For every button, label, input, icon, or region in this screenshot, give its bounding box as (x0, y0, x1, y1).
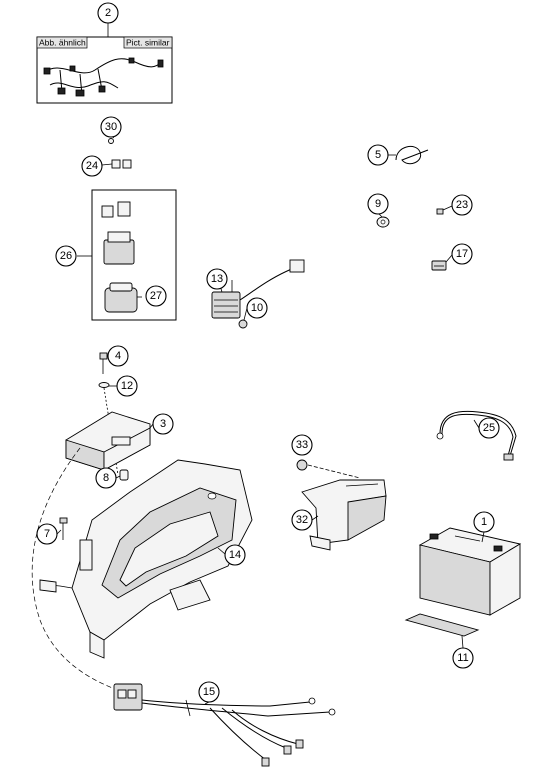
callout-25: 25 (478, 417, 500, 439)
part-screw-4 (99, 352, 108, 374)
callout-7: 7 (36, 523, 58, 545)
svg-text:17: 17 (456, 248, 468, 260)
part-nut-23 (436, 208, 444, 215)
svg-text:10: 10 (251, 302, 263, 314)
part-pad-11 (404, 613, 480, 637)
part-battery-cable-25 (436, 410, 517, 461)
svg-text:14: 14 (229, 549, 241, 561)
svg-text:4: 4 (115, 350, 121, 362)
part-bushing-8 (119, 469, 129, 481)
callout-9: 9 (367, 193, 389, 215)
part-clips-24 (111, 159, 132, 169)
svg-text:3: 3 (160, 418, 166, 430)
callout-8: 8 (95, 467, 117, 489)
part-battery-tray-14 (39, 459, 253, 659)
callout-4: 4 (107, 345, 129, 367)
svg-text:7: 7 (44, 528, 50, 540)
part-cable-tie-5 (395, 145, 429, 165)
callout-24: 24 (81, 155, 103, 177)
svg-text:1: 1 (481, 516, 487, 528)
callout-23: 23 (451, 194, 473, 216)
svg-text:9: 9 (375, 198, 381, 210)
callout-15: 15 (198, 681, 220, 703)
part-holder-32 (301, 479, 387, 551)
part-screw-30 (108, 138, 114, 144)
part-washer-12 (98, 382, 110, 388)
callout-1: 1 (473, 511, 495, 533)
inset-label-right: Pict. similar (126, 38, 170, 48)
inset-label-left: Abb. ähnlich (39, 38, 86, 48)
part-control-unit-3 (65, 411, 151, 471)
callout-30: 30 (100, 116, 122, 138)
callout-32: 32 (291, 509, 313, 531)
svg-text:24: 24 (86, 160, 98, 172)
part-battery-1 (418, 527, 522, 616)
svg-text:27: 27 (150, 290, 162, 302)
svg-text:33: 33 (296, 439, 308, 451)
part-screw-7 (59, 517, 68, 540)
part-regulator-13 (211, 259, 305, 329)
svg-text:13: 13 (211, 273, 223, 285)
callout-2: 2 (97, 2, 119, 24)
svg-text:26: 26 (60, 250, 72, 262)
inset-wiring-harness: Abb. ähnlich Pict. similar (36, 23, 173, 104)
svg-text:5: 5 (375, 149, 381, 161)
svg-text:30: 30 (105, 121, 117, 133)
callout-26: 26 (55, 245, 77, 267)
svg-text:8: 8 (103, 472, 109, 484)
callout-12: 12 (116, 375, 138, 397)
callout-10: 10 (246, 297, 268, 319)
callout-3: 3 (152, 413, 174, 435)
svg-text:23: 23 (456, 199, 468, 211)
callout-27: 27 (145, 285, 167, 307)
callout-17: 17 (451, 243, 473, 265)
svg-text:11: 11 (457, 652, 468, 664)
svg-text:2: 2 (105, 7, 111, 19)
part-clip-17 (431, 260, 447, 271)
part-clamp-9 (376, 216, 390, 228)
svg-text:32: 32 (296, 514, 308, 526)
svg-text:12: 12 (121, 380, 133, 392)
callout-5: 5 (367, 144, 389, 166)
svg-text:25: 25 (483, 422, 495, 434)
callout-14: 14 (224, 544, 246, 566)
part-cable-15 (31, 447, 336, 767)
callout-13: 13 (206, 268, 228, 290)
svg-text:15: 15 (203, 686, 215, 698)
callout-11: 11 (452, 647, 474, 669)
callout-33: 33 (291, 434, 313, 456)
part-screw-33 (296, 459, 361, 479)
